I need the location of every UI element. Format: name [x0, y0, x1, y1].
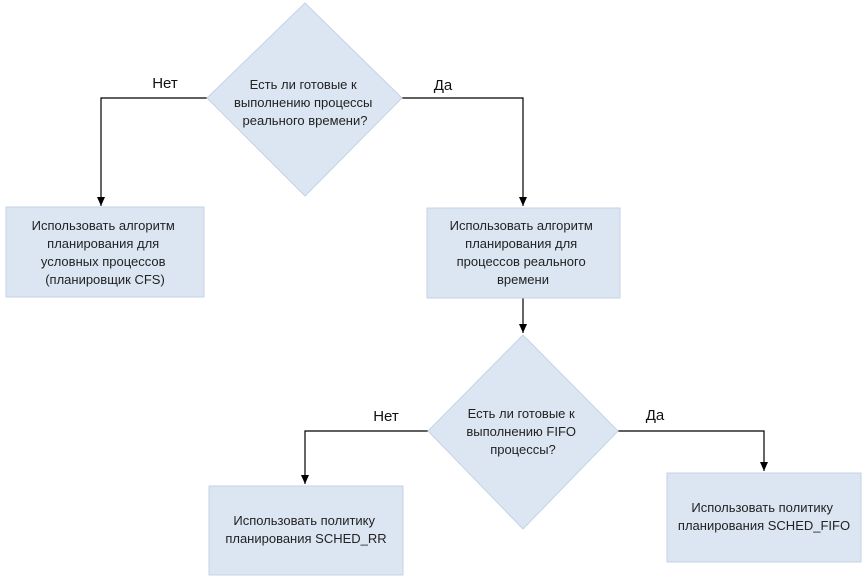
edge-fifo-yes — [618, 430, 768, 471]
edge-label-realtime-yes: Да — [434, 77, 453, 94]
action-realtime-line-1: Использовать алгоритм — [450, 218, 593, 233]
action-fifo-line-2: планирования SCHED_FIFO — [678, 518, 850, 533]
action-cfs-text: Использовать алгоритм планирования для у… — [32, 218, 179, 287]
decision-realtime-line-2: выполнению процессы — [234, 95, 372, 110]
decision-fifo-line-2: выполнению FIFO — [466, 424, 576, 439]
action-cfs-line-3: условных процессов — [41, 254, 166, 269]
action-rr-line-1: Использовать политику — [233, 513, 375, 528]
edge-realtime-yes — [402, 97, 527, 206]
action-rr: Использовать политику планирования SCHED… — [208, 485, 404, 576]
decision-realtime-shape — [206, 2, 403, 197]
action-realtime-shape — [426, 207, 621, 299]
decision-realtime-line-3: реального времени? — [243, 113, 368, 128]
decision-fifo-text: Есть ли готовые к выполнению FIFO процес… — [466, 406, 579, 457]
edge-label-fifo-yes: Да — [646, 407, 665, 424]
action-cfs-line-1: Использовать алгоритм — [32, 218, 175, 233]
action-fifo-text: Использовать политику планирования SCHED… — [678, 500, 850, 533]
decision-realtime-text: Есть ли готовые к выполнению процессы ре… — [234, 77, 376, 128]
decision-realtime-line-1: Есть ли готовые к — [250, 77, 357, 92]
action-rr-text: Использовать политику планирования SCHED… — [225, 513, 386, 546]
action-cfs-line-2: планирования для — [47, 236, 159, 251]
connectors — [97, 97, 768, 484]
action-fifo-shape — [666, 472, 862, 563]
action-rr-line-2: планирования SCHED_RR — [225, 531, 386, 546]
action-realtime-line-2: планирования для — [465, 236, 577, 251]
action-realtime-line-4: времени — [497, 272, 549, 287]
decision-fifo-line-3: процессы? — [490, 442, 556, 457]
edge-realtime-no — [97, 97, 207, 206]
action-realtime: Использовать алгоритм планирования для п… — [426, 207, 621, 299]
action-realtime-line-3: процессов реального — [457, 254, 586, 269]
action-fifo: Использовать политику планирования SCHED… — [666, 472, 862, 563]
action-cfs-line-4: (планировщик CFS) — [45, 272, 165, 287]
action-cfs-shape — [5, 206, 205, 298]
decision-fifo-line-1: Есть ли готовые к — [468, 406, 575, 421]
decision-fifo: Есть ли готовые к выполнению FIFO процес… — [427, 334, 619, 530]
action-realtime-text: Использовать алгоритм планирования для п… — [450, 218, 597, 287]
action-rr-shape — [208, 485, 404, 576]
edge-fifo-no — [301, 430, 428, 484]
edge-label-realtime-no: Нет — [152, 75, 178, 92]
edge-label-fifo-no: Нет — [373, 408, 399, 425]
decision-realtime: Есть ли готовые к выполнению процессы ре… — [206, 2, 403, 197]
action-fifo-line-1: Использовать политику — [691, 500, 833, 515]
decision-fifo-shape — [427, 334, 619, 530]
action-cfs: Использовать алгоритм планирования для у… — [5, 206, 205, 298]
